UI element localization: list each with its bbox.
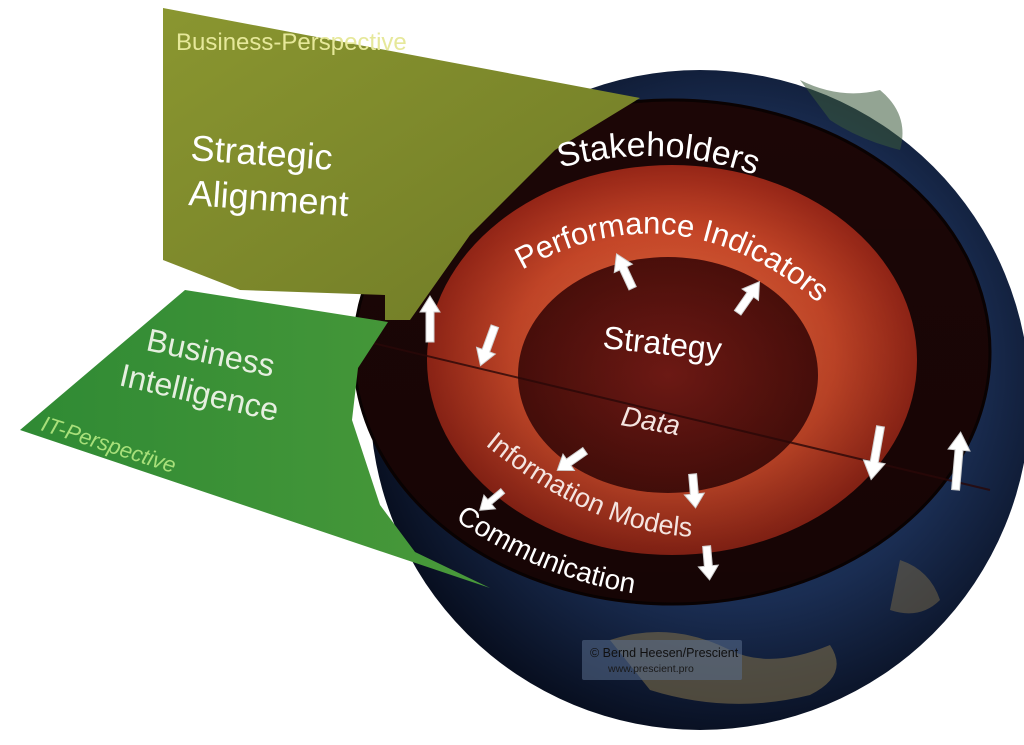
flow-arrows <box>419 253 971 581</box>
arrow-up-icon <box>613 253 637 291</box>
arrow-up-icon <box>733 280 761 316</box>
copyright-text: © Bernd Heesen/Prescient <box>590 646 739 660</box>
business-perspective-label: Business-Perspective <box>176 29 407 56</box>
strategic-alignment-line1: Strategic <box>189 127 334 178</box>
arrow-up-icon <box>947 431 971 491</box>
copyright-watermark: © Bernd Heesen/Prescient www.prescient.p… <box>582 640 742 680</box>
arrow-down-icon <box>479 487 506 511</box>
arrow-down-icon <box>475 324 500 367</box>
cutaway-rings <box>352 98 992 606</box>
arrow-down-icon <box>683 473 706 509</box>
arrow-down-icon <box>697 545 720 581</box>
arrow-down-icon <box>556 446 589 471</box>
arrow-up-icon <box>419 295 441 343</box>
equator-cut-line <box>359 339 991 491</box>
arrow-down-icon <box>862 425 887 481</box>
it-perspective-panel <box>20 290 490 588</box>
website-url: www.prescient.pro <box>608 663 694 675</box>
business-perspective-panel <box>163 8 640 320</box>
